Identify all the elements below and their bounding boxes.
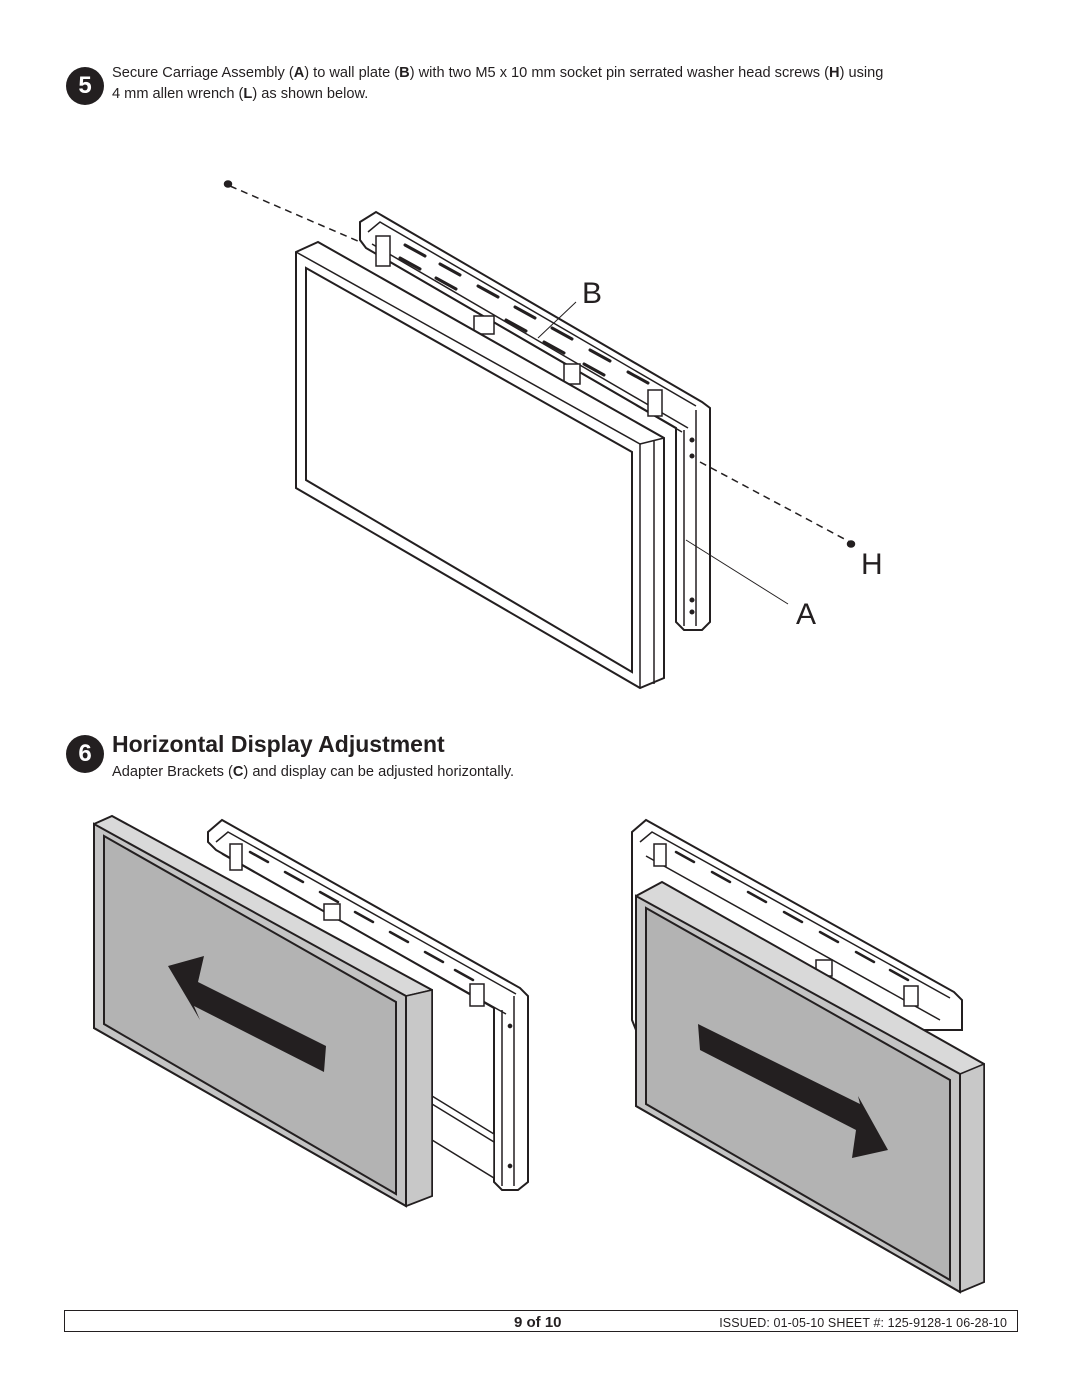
step-5-instructions: Secure Carriage Assembly (A) to wall pla… bbox=[112, 63, 1012, 105]
callout-h: H bbox=[861, 548, 883, 581]
step-5-line-1: Secure Carriage Assembly (A) to wall pla… bbox=[112, 65, 884, 81]
page-number: 9 of 10 bbox=[514, 1314, 562, 1331]
arrow-right-icon bbox=[698, 1024, 888, 1158]
callout-b: B bbox=[582, 277, 602, 310]
figure-1-assembly bbox=[223, 180, 856, 690]
step-6-badge: 6 bbox=[66, 735, 104, 773]
figure-2-left bbox=[93, 814, 529, 1208]
step-6-description: Adapter Brackets (C) and display can be … bbox=[112, 764, 515, 780]
step-5-line-2: 4 mm allen wrench (L) as shown below. bbox=[112, 86, 369, 102]
arrow-left-icon bbox=[168, 956, 326, 1072]
step-6-number: 6 bbox=[78, 740, 92, 767]
issued-sheet-info: ISSUED: 01-05-10 SHEET #: 125-9128-1 06-… bbox=[719, 1316, 1007, 1330]
step-6-title: Horizontal Display Adjustment bbox=[112, 731, 445, 757]
step-5-number: 5 bbox=[78, 72, 92, 99]
callout-a: A bbox=[796, 598, 816, 631]
page-footer: 9 of 10 ISSUED: 01-05-10 SHEET #: 125-91… bbox=[64, 1310, 1018, 1332]
figure-2-right bbox=[631, 818, 985, 1294]
screw-h-icon bbox=[223, 180, 856, 548]
step-5-badge: 5 bbox=[66, 67, 104, 105]
